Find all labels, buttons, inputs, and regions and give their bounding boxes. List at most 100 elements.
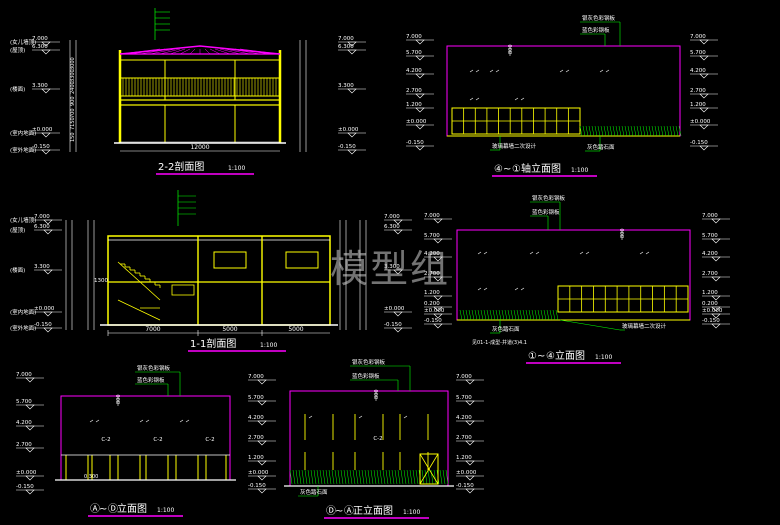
level-triangle xyxy=(43,327,53,333)
level-triangle xyxy=(257,475,267,481)
hatch-stroke xyxy=(439,469,443,485)
hatch-stroke xyxy=(367,469,371,485)
vent-mark xyxy=(477,251,482,255)
hatch-stroke xyxy=(534,309,538,321)
hatch-stroke xyxy=(654,125,658,137)
hatch-stroke xyxy=(382,469,386,485)
title-A-D-part-3: 立面图 xyxy=(117,502,147,515)
level-value-right: ±0.000 xyxy=(338,127,359,133)
hatch-stroke xyxy=(669,125,673,137)
hatch-stroke xyxy=(468,309,472,321)
level-value-right: 5.700 xyxy=(690,50,706,56)
vent-mark xyxy=(469,69,474,73)
hatch-stroke xyxy=(307,469,311,485)
hatch-stroke xyxy=(358,469,362,485)
door-swing xyxy=(419,453,439,485)
level-value-left: 7.000 xyxy=(248,374,264,380)
side-dim: 2400 xyxy=(70,81,76,94)
level-triangle xyxy=(257,460,267,466)
level-value-left: 4.200 xyxy=(248,415,264,421)
hatch-stroke xyxy=(648,125,652,137)
level-triangle xyxy=(393,327,403,333)
level-triangle xyxy=(465,400,475,406)
vent-mark xyxy=(520,97,525,101)
level-value-left: ±0.000 xyxy=(406,119,427,125)
level-value-right: 7.000 xyxy=(338,36,354,42)
level-triangle xyxy=(465,420,475,426)
level-value-left: -0.150 xyxy=(406,140,424,146)
level-value-right: 5.700 xyxy=(456,395,472,401)
level-value: 7.000 xyxy=(34,214,50,220)
level-value-left: 7.000 xyxy=(406,34,422,40)
hatch-stroke xyxy=(388,469,392,485)
level-triangle xyxy=(25,377,35,383)
hatch-stroke xyxy=(397,469,401,485)
side-dim: 900 xyxy=(70,96,76,106)
level-label: (楼面) xyxy=(10,266,25,274)
title-1-1-part-0: 1-1剖面图 xyxy=(190,337,236,350)
vent-mark xyxy=(639,251,644,255)
hatch-stroke xyxy=(645,125,649,137)
level-value-left: 1.200 xyxy=(406,102,422,108)
level-value: -0.150 xyxy=(16,484,34,490)
title-1-1-scale: 1:100 xyxy=(260,342,277,349)
hatch-stroke xyxy=(651,125,655,137)
level-label: (室内地面) xyxy=(10,129,36,137)
hatch-stroke xyxy=(346,469,350,485)
hatch-stroke xyxy=(394,469,398,485)
level-triangle xyxy=(465,440,475,446)
truss-web xyxy=(169,48,186,55)
level-triangle xyxy=(415,124,425,130)
truss-web xyxy=(204,48,211,55)
window-label: C-2 xyxy=(101,437,110,443)
hatch-stroke xyxy=(666,125,670,137)
side-dim: 150 xyxy=(70,132,76,142)
parapet-dim: 800 xyxy=(508,44,514,54)
level-value: 3.300 xyxy=(34,264,50,270)
bottom-dim: 12000 xyxy=(190,144,209,151)
vent-mark xyxy=(579,251,584,255)
hatch-stroke xyxy=(498,309,502,321)
hatch-stroke xyxy=(606,125,610,137)
stair-string xyxy=(117,261,161,301)
level-value-right: 4.200 xyxy=(456,415,472,421)
window-label: C-2 xyxy=(373,436,382,442)
hatch-stroke xyxy=(675,125,679,137)
level-label: (室内地面) xyxy=(10,308,36,316)
hatch-stroke xyxy=(355,469,359,485)
level-value-left: 4.200 xyxy=(424,251,440,257)
level-value-right: -0.150 xyxy=(702,318,720,324)
truss-web xyxy=(119,48,161,55)
hatch-stroke xyxy=(594,125,598,137)
truss-web xyxy=(219,48,241,55)
level-value-left: 7.000 xyxy=(424,213,440,219)
hatch-stroke xyxy=(370,469,374,485)
hatch-stroke xyxy=(615,125,619,137)
level-value-right: ±0.000 xyxy=(690,119,711,125)
hatch-stroke xyxy=(295,469,299,485)
level-triangle xyxy=(41,88,51,94)
title-D-A-part-3: 正立面图 xyxy=(353,504,393,517)
level-triangle xyxy=(433,218,443,224)
hatch-stroke xyxy=(403,469,407,485)
level-value-right: ±0.000 xyxy=(456,470,477,476)
roof-mat-2-text: 蓝色彩钢板 xyxy=(582,26,610,34)
hatch-stroke xyxy=(289,469,293,485)
level-value-right: 1.200 xyxy=(690,102,706,108)
hatch-stroke xyxy=(340,469,344,485)
hatch-stroke xyxy=(585,125,589,137)
hatch-stroke xyxy=(465,309,469,321)
hatch-stroke xyxy=(313,469,317,485)
truss-web xyxy=(129,48,166,55)
roof-mat-2-text: 蓝色彩钢板 xyxy=(137,376,165,384)
level-triangle xyxy=(415,73,425,79)
hatch-stroke xyxy=(391,469,395,485)
level-triangle xyxy=(257,379,267,385)
level-value-right: 4.200 xyxy=(690,68,706,74)
level-value-left: ±0.000 xyxy=(248,470,269,476)
hatch-stroke xyxy=(603,125,607,137)
